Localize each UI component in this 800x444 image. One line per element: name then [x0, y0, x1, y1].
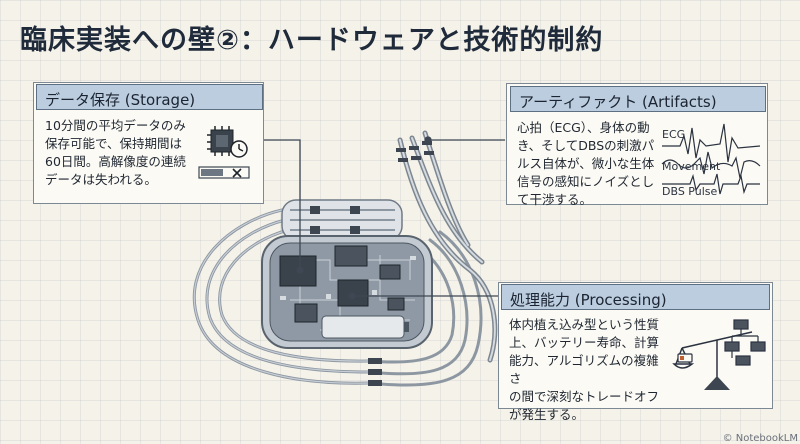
- movement-label: Movement: [662, 160, 721, 173]
- artifacts-text: 心拍（ECG）、身体の動 き、そしてDBSの刺激パ ルス自体が、微小な生体 信号…: [517, 120, 655, 207]
- ecg-label: ECG: [662, 128, 685, 141]
- artifacts-heading: アーティファクト (Artifacts): [510, 86, 766, 112]
- storage-heading: データ保存 (Storage): [36, 84, 263, 110]
- processing-heading: 処理能力 (Processing): [501, 284, 770, 310]
- signal-waveforms: ECG Movement DBS Pulse: [661, 123, 761, 198]
- watermark: © NotebookLM: [722, 433, 798, 444]
- storage-text: 10分間の平均データのみ 保存可能で、保持期間は 60日間。高解像度の連続 デー…: [45, 118, 186, 187]
- chip-clock-icon: [207, 126, 248, 158]
- flowchart-icon: [724, 319, 766, 366]
- stimulator-device-icon: [192, 130, 498, 387]
- dbs-pulse-label: DBS Pulse: [662, 185, 718, 198]
- balance-scale-icon: [672, 319, 766, 390]
- processing-text: 体内植え込み型という性質 上、バッテリー寿命、計算 能力、アルゴリズムの複雑さ …: [509, 317, 660, 422]
- page-title: 臨床実装への壁②：ハードウェアと技術的制約: [20, 25, 604, 56]
- battery-low-icon: [198, 166, 250, 179]
